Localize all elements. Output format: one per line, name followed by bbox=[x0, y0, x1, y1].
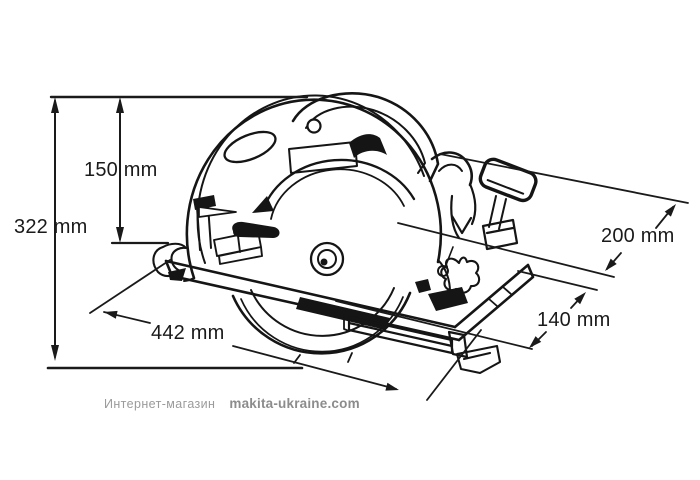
dimension-label-total-height: 322 mm bbox=[14, 216, 88, 238]
extension-line bbox=[439, 153, 689, 204]
watermark-shop-label: Интернет-магазин bbox=[104, 397, 216, 411]
vent-cutout bbox=[223, 130, 277, 164]
dimension-150 bbox=[116, 97, 124, 243]
watermark: Интернет-магазин makita-ukraine.com bbox=[104, 397, 360, 411]
rotation-arrow-arc bbox=[261, 158, 416, 212]
rear-neck-outer bbox=[430, 151, 473, 187]
pivot-screw-line bbox=[445, 246, 454, 266]
rear-stem bbox=[488, 195, 507, 230]
dimension-200 bbox=[397, 153, 689, 278]
handle-inner bbox=[305, 105, 426, 174]
dimension-label-blade-height: 150 mm bbox=[84, 159, 158, 181]
guard-screw bbox=[306, 118, 322, 134]
base-plate-notches bbox=[488, 286, 512, 307]
blade-guard-outer bbox=[185, 98, 443, 280]
rip-fence-clamp bbox=[447, 330, 469, 359]
handle-outer bbox=[291, 92, 440, 183]
guard-front-lower-edge bbox=[183, 277, 195, 282]
rip-fence-foot bbox=[455, 344, 502, 375]
rear-shade-2 bbox=[415, 279, 431, 293]
dimension-140 bbox=[335, 270, 598, 350]
rotation-arrow-arc-inner bbox=[270, 168, 405, 220]
blade-edge bbox=[231, 291, 412, 355]
rotation-arrow-head bbox=[252, 196, 274, 213]
extension-line bbox=[397, 222, 615, 278]
dimension-label-length: 442 mm bbox=[151, 322, 225, 344]
rear-knob bbox=[478, 157, 538, 203]
arbor-outer bbox=[309, 241, 345, 277]
extension-line bbox=[426, 329, 482, 401]
dimension-322 bbox=[51, 97, 59, 361]
extension-line bbox=[335, 300, 533, 350]
guard-rear-lower-edge bbox=[437, 259, 451, 301]
rear-shade-1 bbox=[428, 287, 468, 311]
extension-line bbox=[517, 270, 598, 291]
rip-fence-bar-end bbox=[343, 314, 350, 332]
dimension-lines bbox=[46, 95, 689, 401]
saw-body bbox=[152, 92, 538, 375]
clamp-lever bbox=[232, 221, 280, 238]
dimension-label-top-width: 200 mm bbox=[601, 225, 675, 247]
front-foot-shade bbox=[168, 268, 186, 281]
rear-neck-inner bbox=[438, 163, 463, 172]
nameplate bbox=[288, 141, 358, 174]
rear-grip bbox=[450, 182, 477, 240]
rear-stem-box bbox=[481, 218, 519, 251]
front-pointer bbox=[198, 206, 237, 218]
watermark-site: makita-ukraine.com bbox=[229, 396, 360, 411]
handle-joint-shade bbox=[349, 134, 387, 158]
dimension-label-base-width: 140 mm bbox=[537, 309, 611, 331]
arbor-inner bbox=[317, 249, 337, 269]
arbor-center bbox=[320, 258, 328, 266]
extension-line bbox=[89, 259, 171, 314]
dimension-442 bbox=[89, 259, 482, 401]
